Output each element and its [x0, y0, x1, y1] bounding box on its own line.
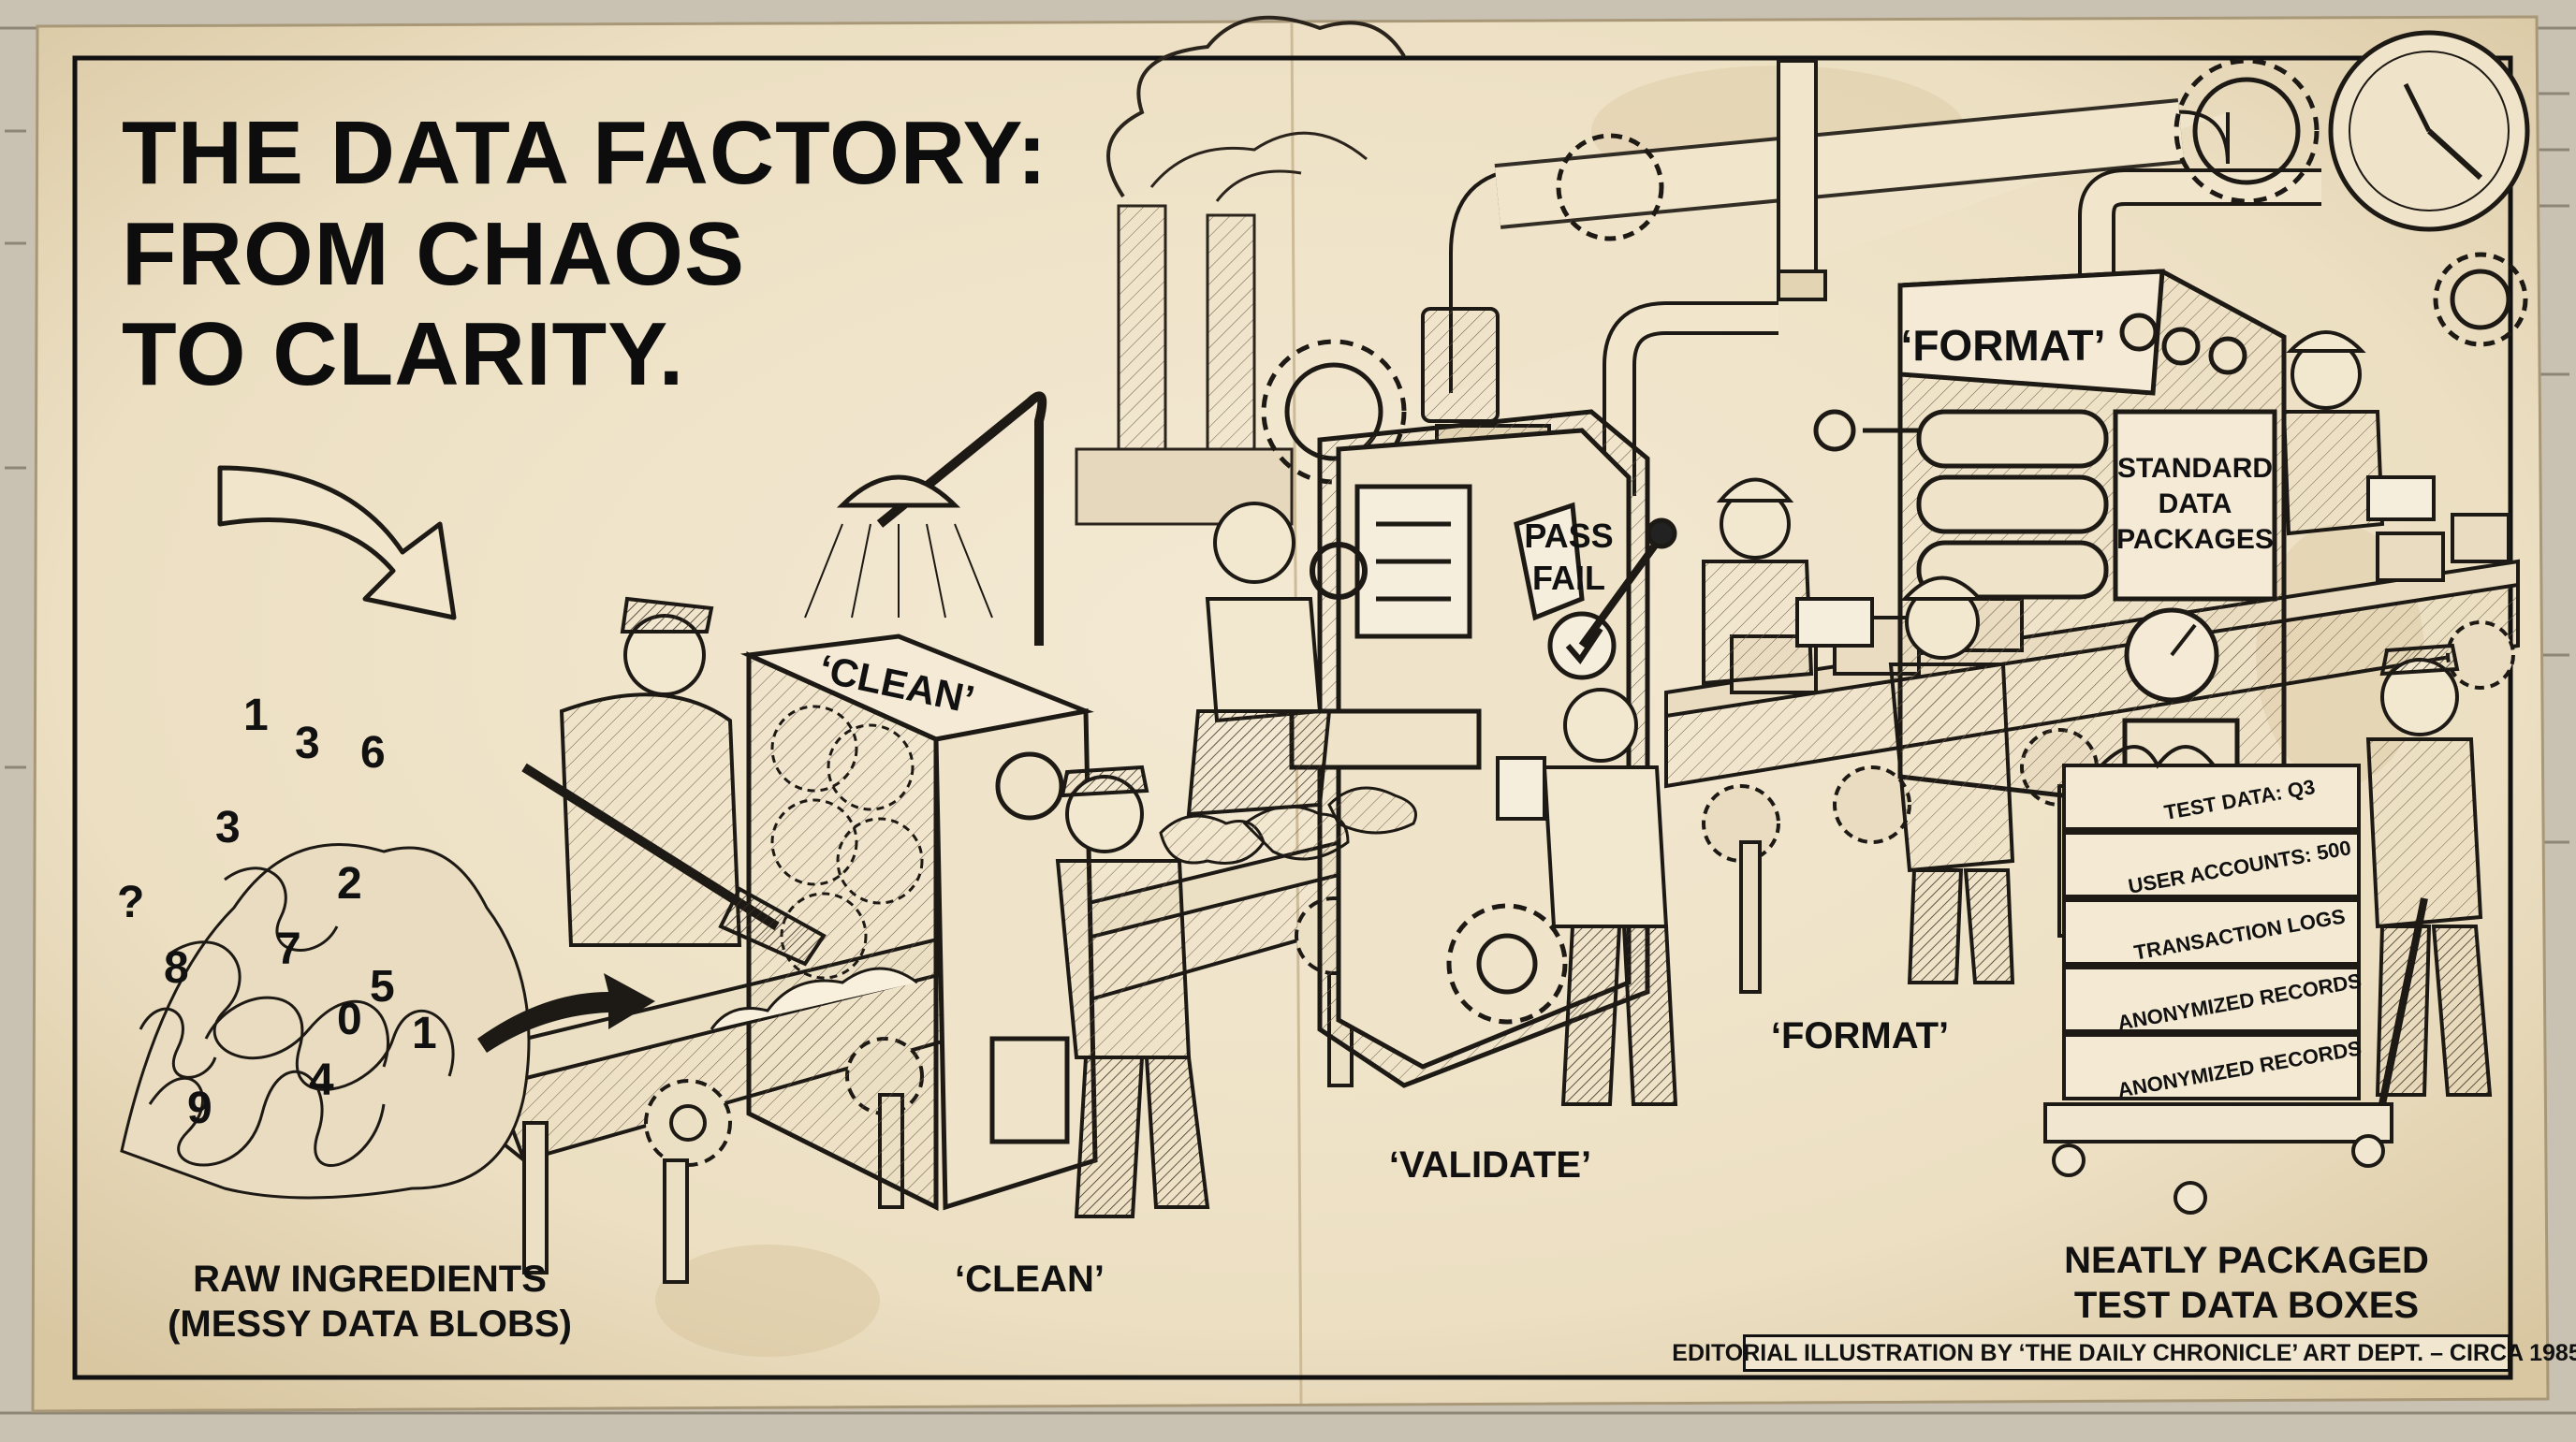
label-raw-2: (MESSY DATA BLOBS) — [168, 1304, 572, 1345]
worker-mechanic — [1055, 765, 1210, 1218]
data-blobs-on-belt — [1159, 786, 1417, 865]
conveyor-arrow-icon — [477, 973, 655, 1053]
title-line: FROM CHAOS — [122, 203, 745, 304]
worker-sweeper — [521, 596, 827, 967]
gear-cluster — [1261, 58, 2528, 485]
blob-number: 2 — [337, 859, 362, 909]
blob-number: 1 — [243, 691, 269, 740]
machine-sign-standard-3: PACKAGES — [2116, 524, 2274, 555]
label-raw-1: RAW INGREDIENTS — [193, 1259, 547, 1300]
label-format: ‘FORMAT’ — [1771, 1015, 1949, 1056]
worker-hardhat — [1888, 575, 2015, 984]
worker-top-right — [2281, 330, 2436, 536]
machine-sign-format: ‘FORMAT’ — [1901, 321, 2106, 370]
blob-numbers: 1 3 6 8 5 2 0 4 7 9 ? 1 3 — [117, 691, 437, 1133]
label-clean: ‘CLEAN’ — [955, 1259, 1105, 1300]
blob-number: 0 — [337, 995, 362, 1044]
wall-clock — [2328, 30, 2530, 232]
blob-number: ? — [117, 878, 144, 927]
blob-number: 6 — [360, 728, 386, 778]
blob-number: 7 — [276, 925, 301, 974]
messy-data-pile — [120, 843, 531, 1200]
package-cart — [2043, 897, 2428, 1215]
package-box — [2062, 966, 2361, 1033]
blob-number: 1 — [412, 1009, 437, 1058]
worker-clipboard — [1496, 688, 1678, 1106]
curved-arrow-icon — [217, 465, 457, 620]
worker-inspector — [1186, 502, 1368, 817]
package-box — [2062, 831, 2361, 898]
machine-sign-pass: PASS — [1524, 517, 1613, 555]
label-packaged-2: TEST DATA BOXES — [2074, 1285, 2419, 1326]
package-box — [2062, 764, 2361, 831]
ribbon-bow-icon — [2100, 745, 2216, 769]
worker-boxer — [1702, 477, 1874, 686]
title-line: THE DATA FACTORY: — [122, 103, 1048, 203]
label-validate: ‘VALIDATE’ — [1389, 1144, 1591, 1186]
machine-sign-standard-1: STANDARD — [2117, 453, 2273, 484]
clean-machine — [710, 391, 1098, 1212]
machine-sign-standard-2: DATA — [2159, 488, 2232, 519]
paper-stain — [655, 1245, 880, 1357]
blob-number: 8 — [164, 943, 189, 993]
page-title: THE DATA FACTORY: FROM CHAOS TO CLARITY. — [122, 103, 1047, 405]
blob-number: 9 — [187, 1084, 212, 1133]
illustration-credit: EDITORIAL ILLUSTRATION BY ‘THE DAILY CHR… — [1672, 1334, 2576, 1372]
package-box — [2062, 898, 2361, 966]
machine-sign-fail: FAIL — [1532, 559, 1605, 597]
label-packaged-1: NEATLY PACKAGED — [2064, 1240, 2429, 1281]
blob-number: 5 — [370, 962, 395, 1012]
frame-border — [72, 55, 2513, 1380]
blob-number: 3 — [215, 803, 241, 852]
title-line: TO CLARITY. — [122, 304, 685, 405]
package-box — [2062, 1033, 2361, 1100]
blob-number: 4 — [309, 1056, 334, 1105]
blob-number: 3 — [295, 719, 320, 768]
overhead-pipes — [1421, 59, 2321, 496]
